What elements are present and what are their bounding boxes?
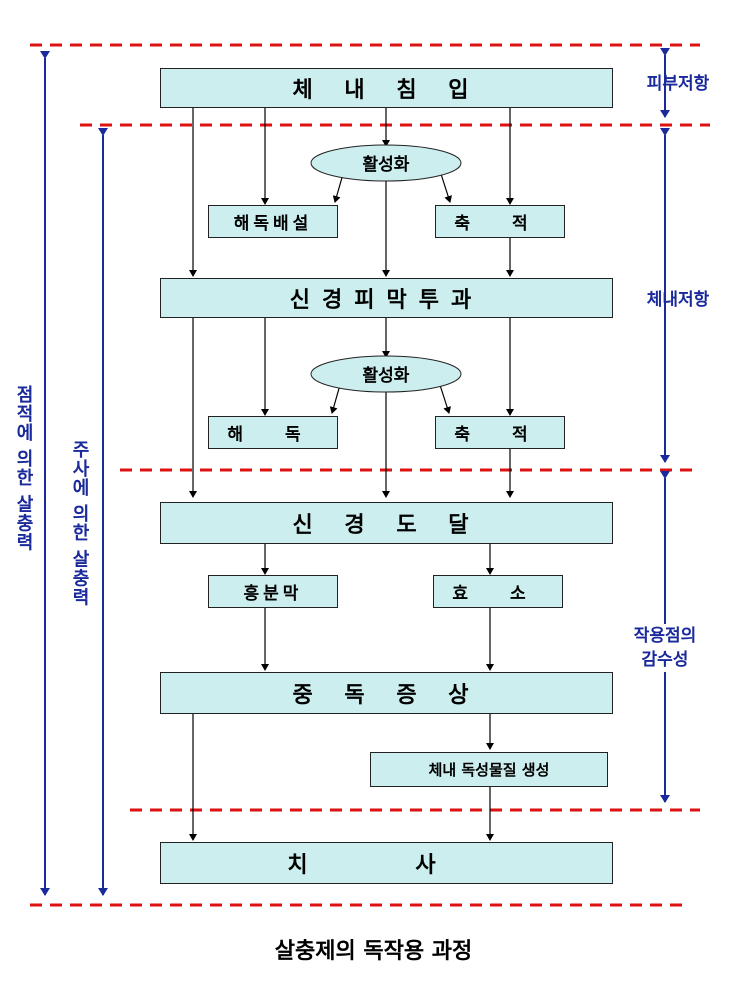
- arrow: [439, 384, 451, 414]
- flow-arrows: [189, 108, 514, 841]
- box-accumulation-1: 축 적: [435, 205, 565, 238]
- box-death: 치 사: [160, 842, 613, 884]
- stage-separators: [30, 43, 710, 907]
- arrow: [329, 384, 341, 414]
- label-site-sensitivity-2: 감수성: [620, 648, 710, 672]
- box-toxic-generation: 체내 독성물질 생성: [370, 752, 608, 787]
- label-body-resistance: 체내저항: [646, 290, 710, 310]
- diagram-caption: 살충제의 독작용 과정: [274, 939, 473, 964]
- arrow: [332, 173, 344, 203]
- box-enzyme: 효 소: [433, 575, 563, 608]
- box-excitable-membrane: 흥분막: [208, 575, 338, 608]
- label-injection-toxicity: 주사에 의한 살충력: [69, 440, 90, 607]
- activation-ellipse-1: [310, 144, 462, 182]
- range-arrows: [40, 48, 670, 896]
- activation-ellipse-2: [310, 355, 462, 393]
- activation-label-1: 활성화: [363, 154, 410, 175]
- box-nerve-membrane: 신경피막투과: [160, 278, 613, 318]
- label-skin-resistance: 피부저항: [646, 74, 710, 94]
- label-site-sensitivity-1: 작용점의: [620, 624, 710, 648]
- box-accumulation-2: 축 적: [435, 416, 565, 449]
- box-detox-excretion: 해독배설: [208, 205, 338, 238]
- box-body-entry: 체 내 침 입: [160, 68, 613, 108]
- activation-label-2: 활성화: [363, 365, 410, 386]
- arrow: [440, 173, 452, 203]
- box-poisoning-symptom: 중 독 증 상: [160, 672, 613, 714]
- label-contact-toxicity: 점적에 의한 살충력: [13, 385, 34, 552]
- box-detox: 해 독: [208, 416, 338, 449]
- box-nerve-reach: 신 경 도 달: [160, 502, 613, 544]
